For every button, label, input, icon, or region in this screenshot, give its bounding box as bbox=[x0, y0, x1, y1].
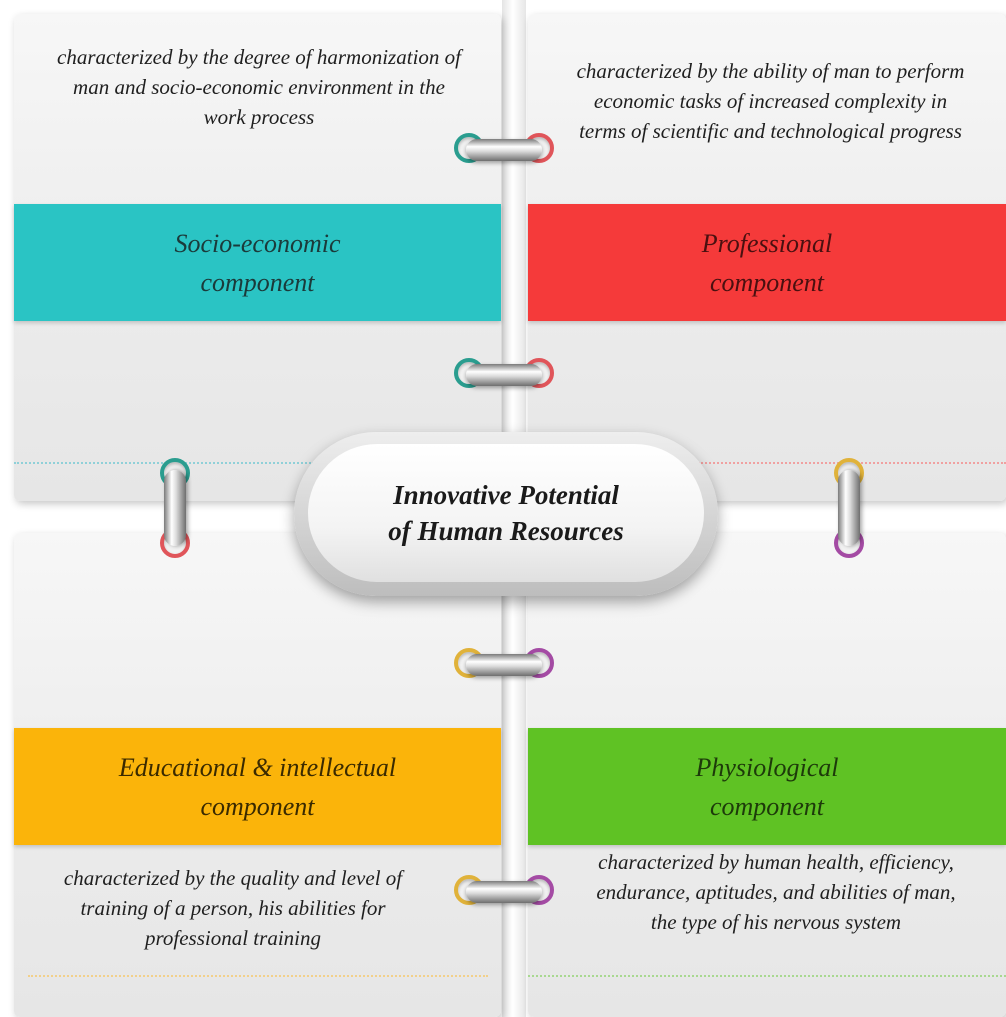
binder-ring-vertical bbox=[160, 458, 196, 558]
center-title-line2: of Human Resources bbox=[388, 516, 624, 546]
physiological-description: characterized by human health, efficienc… bbox=[596, 850, 956, 934]
educational-card: Educational & intellectual component cha… bbox=[14, 533, 501, 1017]
ring-tube bbox=[164, 470, 186, 546]
professional-label-line2: component bbox=[709, 267, 825, 297]
physiological-label-line1: Physiological bbox=[695, 752, 839, 782]
binder-ring bbox=[454, 648, 554, 684]
physiological-label: Physiological component bbox=[528, 728, 1006, 845]
physiological-dotted-line bbox=[528, 975, 1006, 977]
binder-ring bbox=[454, 133, 554, 169]
educational-label-line2: component bbox=[200, 791, 315, 821]
ring-tube bbox=[838, 470, 860, 546]
ring-tube bbox=[466, 139, 542, 161]
professional-label: Professional component bbox=[528, 204, 1006, 321]
binder-ring bbox=[454, 358, 554, 394]
ring-tube bbox=[466, 881, 542, 903]
educational-label-line1: Educational & intellectual bbox=[118, 752, 397, 782]
physiological-label-line2: component bbox=[709, 791, 825, 821]
center-title-line1: Innovative Potential bbox=[393, 480, 619, 510]
socio-economic-card: characterized by the degree of harmoniza… bbox=[14, 14, 501, 501]
professional-label-line1: Professional bbox=[701, 228, 833, 258]
binder-ring bbox=[454, 875, 554, 911]
professional-card: characterized by the ability of man to p… bbox=[528, 14, 1006, 501]
physiological-card: Physiological component characterized by… bbox=[528, 533, 1006, 1017]
center-hub: Innovative Potential of Human Resources bbox=[294, 432, 718, 596]
educational-label: Educational & intellectual component bbox=[14, 728, 501, 845]
binder-ring-vertical bbox=[834, 458, 870, 558]
professional-description: characterized by the ability of man to p… bbox=[576, 59, 965, 143]
socio-economic-description: characterized by the degree of harmoniza… bbox=[57, 45, 461, 129]
ring-tube bbox=[466, 654, 542, 676]
socio-economic-label-line2: component bbox=[200, 267, 315, 297]
ring-tube bbox=[466, 364, 542, 386]
educational-description: characterized by the quality and level o… bbox=[63, 866, 403, 950]
center-title: Innovative Potential of Human Resources bbox=[308, 444, 704, 582]
socio-economic-label: Socio-economic component bbox=[14, 204, 501, 321]
educational-dotted-line bbox=[28, 975, 488, 977]
socio-economic-label-line1: Socio-economic bbox=[174, 228, 341, 258]
